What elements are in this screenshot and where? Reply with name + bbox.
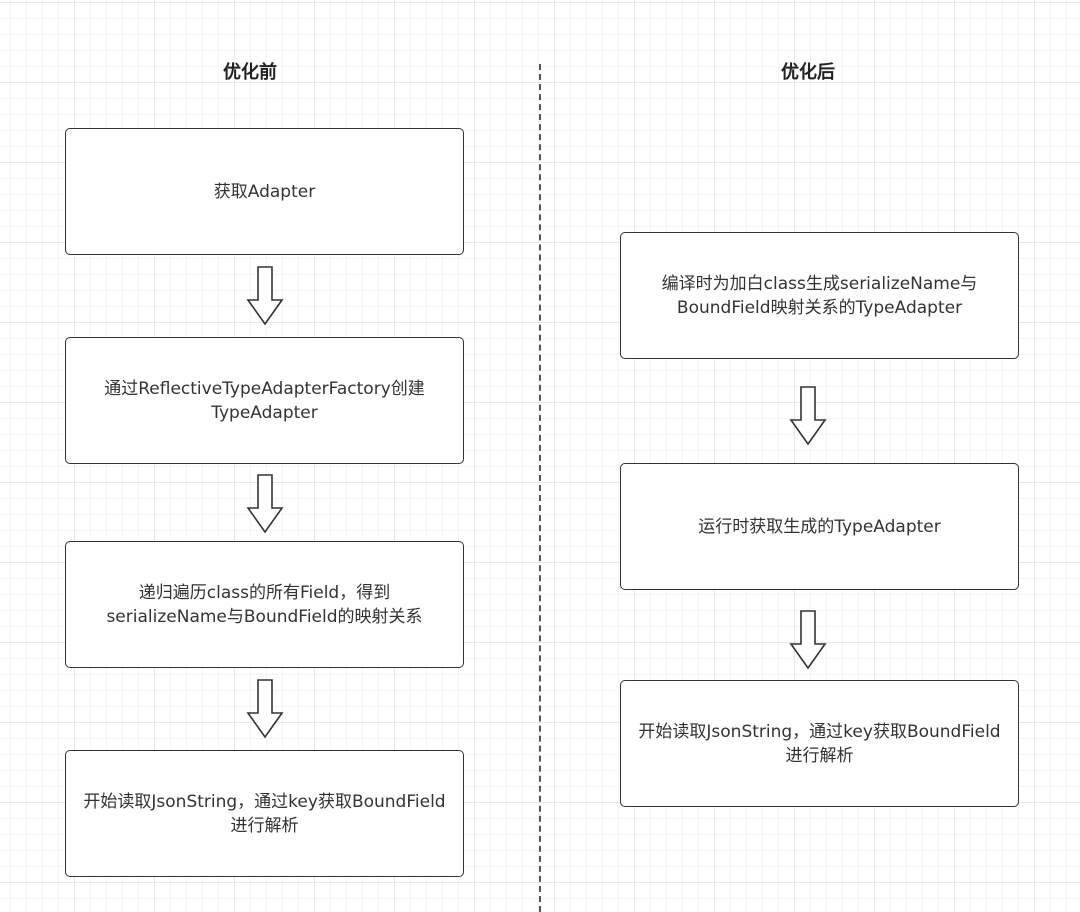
before-step-3-label: 递归遍历class的所有Field，得到serializeName与BoundF…: [106, 582, 423, 627]
before-step-4-label: 开始读取JsonString，通过key获取BoundField进行解析: [83, 791, 446, 836]
down-arrow-icon: [789, 610, 827, 670]
after-step-2-label: 运行时获取生成的TypeAdapter: [698, 516, 941, 537]
down-arrow-icon: [246, 474, 284, 534]
before-step-2-label: 通过ReflectiveTypeAdapterFactory创建TypeAdap…: [104, 378, 425, 423]
title-after: 优化后: [781, 62, 835, 83]
down-arrow-icon: [246, 679, 284, 739]
title-before: 优化前: [223, 62, 277, 83]
after-step-3-box: 开始读取JsonString，通过key获取BoundField进行解析: [620, 680, 1019, 807]
before-step-2-box: 通过ReflectiveTypeAdapterFactory创建TypeAdap…: [65, 337, 464, 464]
after-step-1-box: 编译时为加白class生成serializeName与BoundField映射关…: [620, 232, 1019, 359]
after-step-2-box: 运行时获取生成的TypeAdapter: [620, 463, 1019, 590]
after-step-3-label: 开始读取JsonString，通过key获取BoundField进行解析: [638, 721, 1001, 766]
before-step-1-box: 获取Adapter: [65, 128, 464, 255]
down-arrow-icon: [246, 266, 284, 326]
before-step-3-box: 递归遍历class的所有Field，得到serializeName与BoundF…: [65, 541, 464, 668]
down-arrow-icon: [789, 386, 827, 446]
column-divider: [539, 64, 541, 912]
after-step-1-label: 编译时为加白class生成serializeName与BoundField映射关…: [661, 273, 978, 318]
before-step-1-label: 获取Adapter: [213, 181, 316, 202]
before-step-4-box: 开始读取JsonString，通过key获取BoundField进行解析: [65, 750, 464, 877]
